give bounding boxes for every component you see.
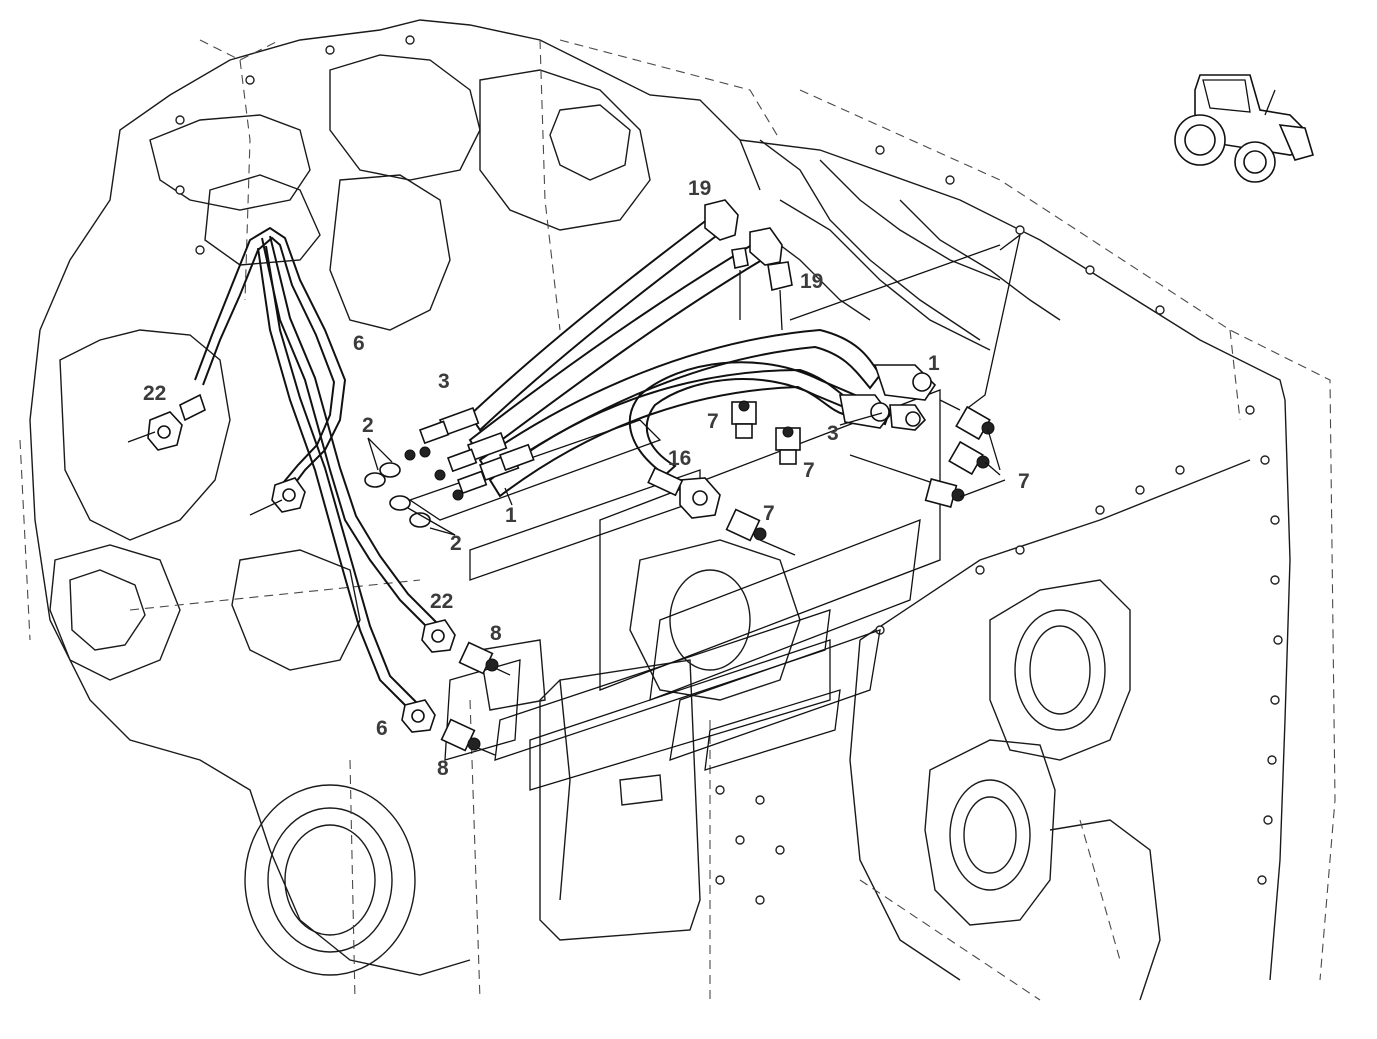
callout-8-lower: 8 (437, 757, 449, 780)
adapter-fittings-7-8 (440, 400, 995, 752)
sealing-washers-2 (364, 462, 431, 528)
callout-7-lower: 7 (763, 502, 775, 525)
hidden-lines (19, 39, 1336, 1001)
adapter-8b (440, 718, 481, 752)
hose-end-fittings (147, 364, 937, 733)
callout-8-upper: 8 (490, 622, 502, 645)
placement-frames (408, 233, 1022, 791)
callout-22-upper: 22 (143, 382, 166, 405)
adapter-7e (924, 478, 965, 508)
adapter-7a (731, 400, 757, 439)
elbow-fittings-19 (704, 199, 793, 331)
tractor-icon (1174, 74, 1314, 183)
callout-labels: 19 19 6 22 3 2 1 2 1 7 3 7 16 7 7 22 8 6… (143, 177, 1030, 780)
callout-19-upper: 19 (688, 177, 711, 200)
callout-2-lower: 2 (450, 532, 462, 555)
callout-22-lower: 22 (430, 590, 453, 613)
callout-7-far-right: 7 (1018, 470, 1030, 493)
adapter-7b (775, 426, 801, 465)
callout-3-right: 3 (827, 422, 839, 445)
bolt-holes (175, 35, 1283, 905)
callout-16: 16 (668, 447, 691, 470)
callout-2-upper: 2 (362, 414, 374, 437)
callout-3-left: 3 (438, 370, 450, 393)
callout-6-upper: 6 (353, 332, 365, 355)
callout-1-left: 1 (505, 504, 517, 527)
callout-6-lower: 6 (376, 717, 388, 740)
callout-7-center: 7 (803, 459, 815, 482)
leader-lines (127, 399, 1006, 756)
hose-6-assembly (194, 226, 449, 716)
callout-7-left: 7 (707, 410, 719, 433)
adapter-7c (955, 405, 995, 441)
adapter-8a (458, 641, 499, 675)
transmission-housing (29, 19, 1291, 1001)
callout-1-right: 1 (928, 352, 940, 375)
adapter-7d (948, 440, 990, 476)
callout-19-right: 19 (800, 270, 823, 293)
adapter-7f (725, 508, 767, 542)
